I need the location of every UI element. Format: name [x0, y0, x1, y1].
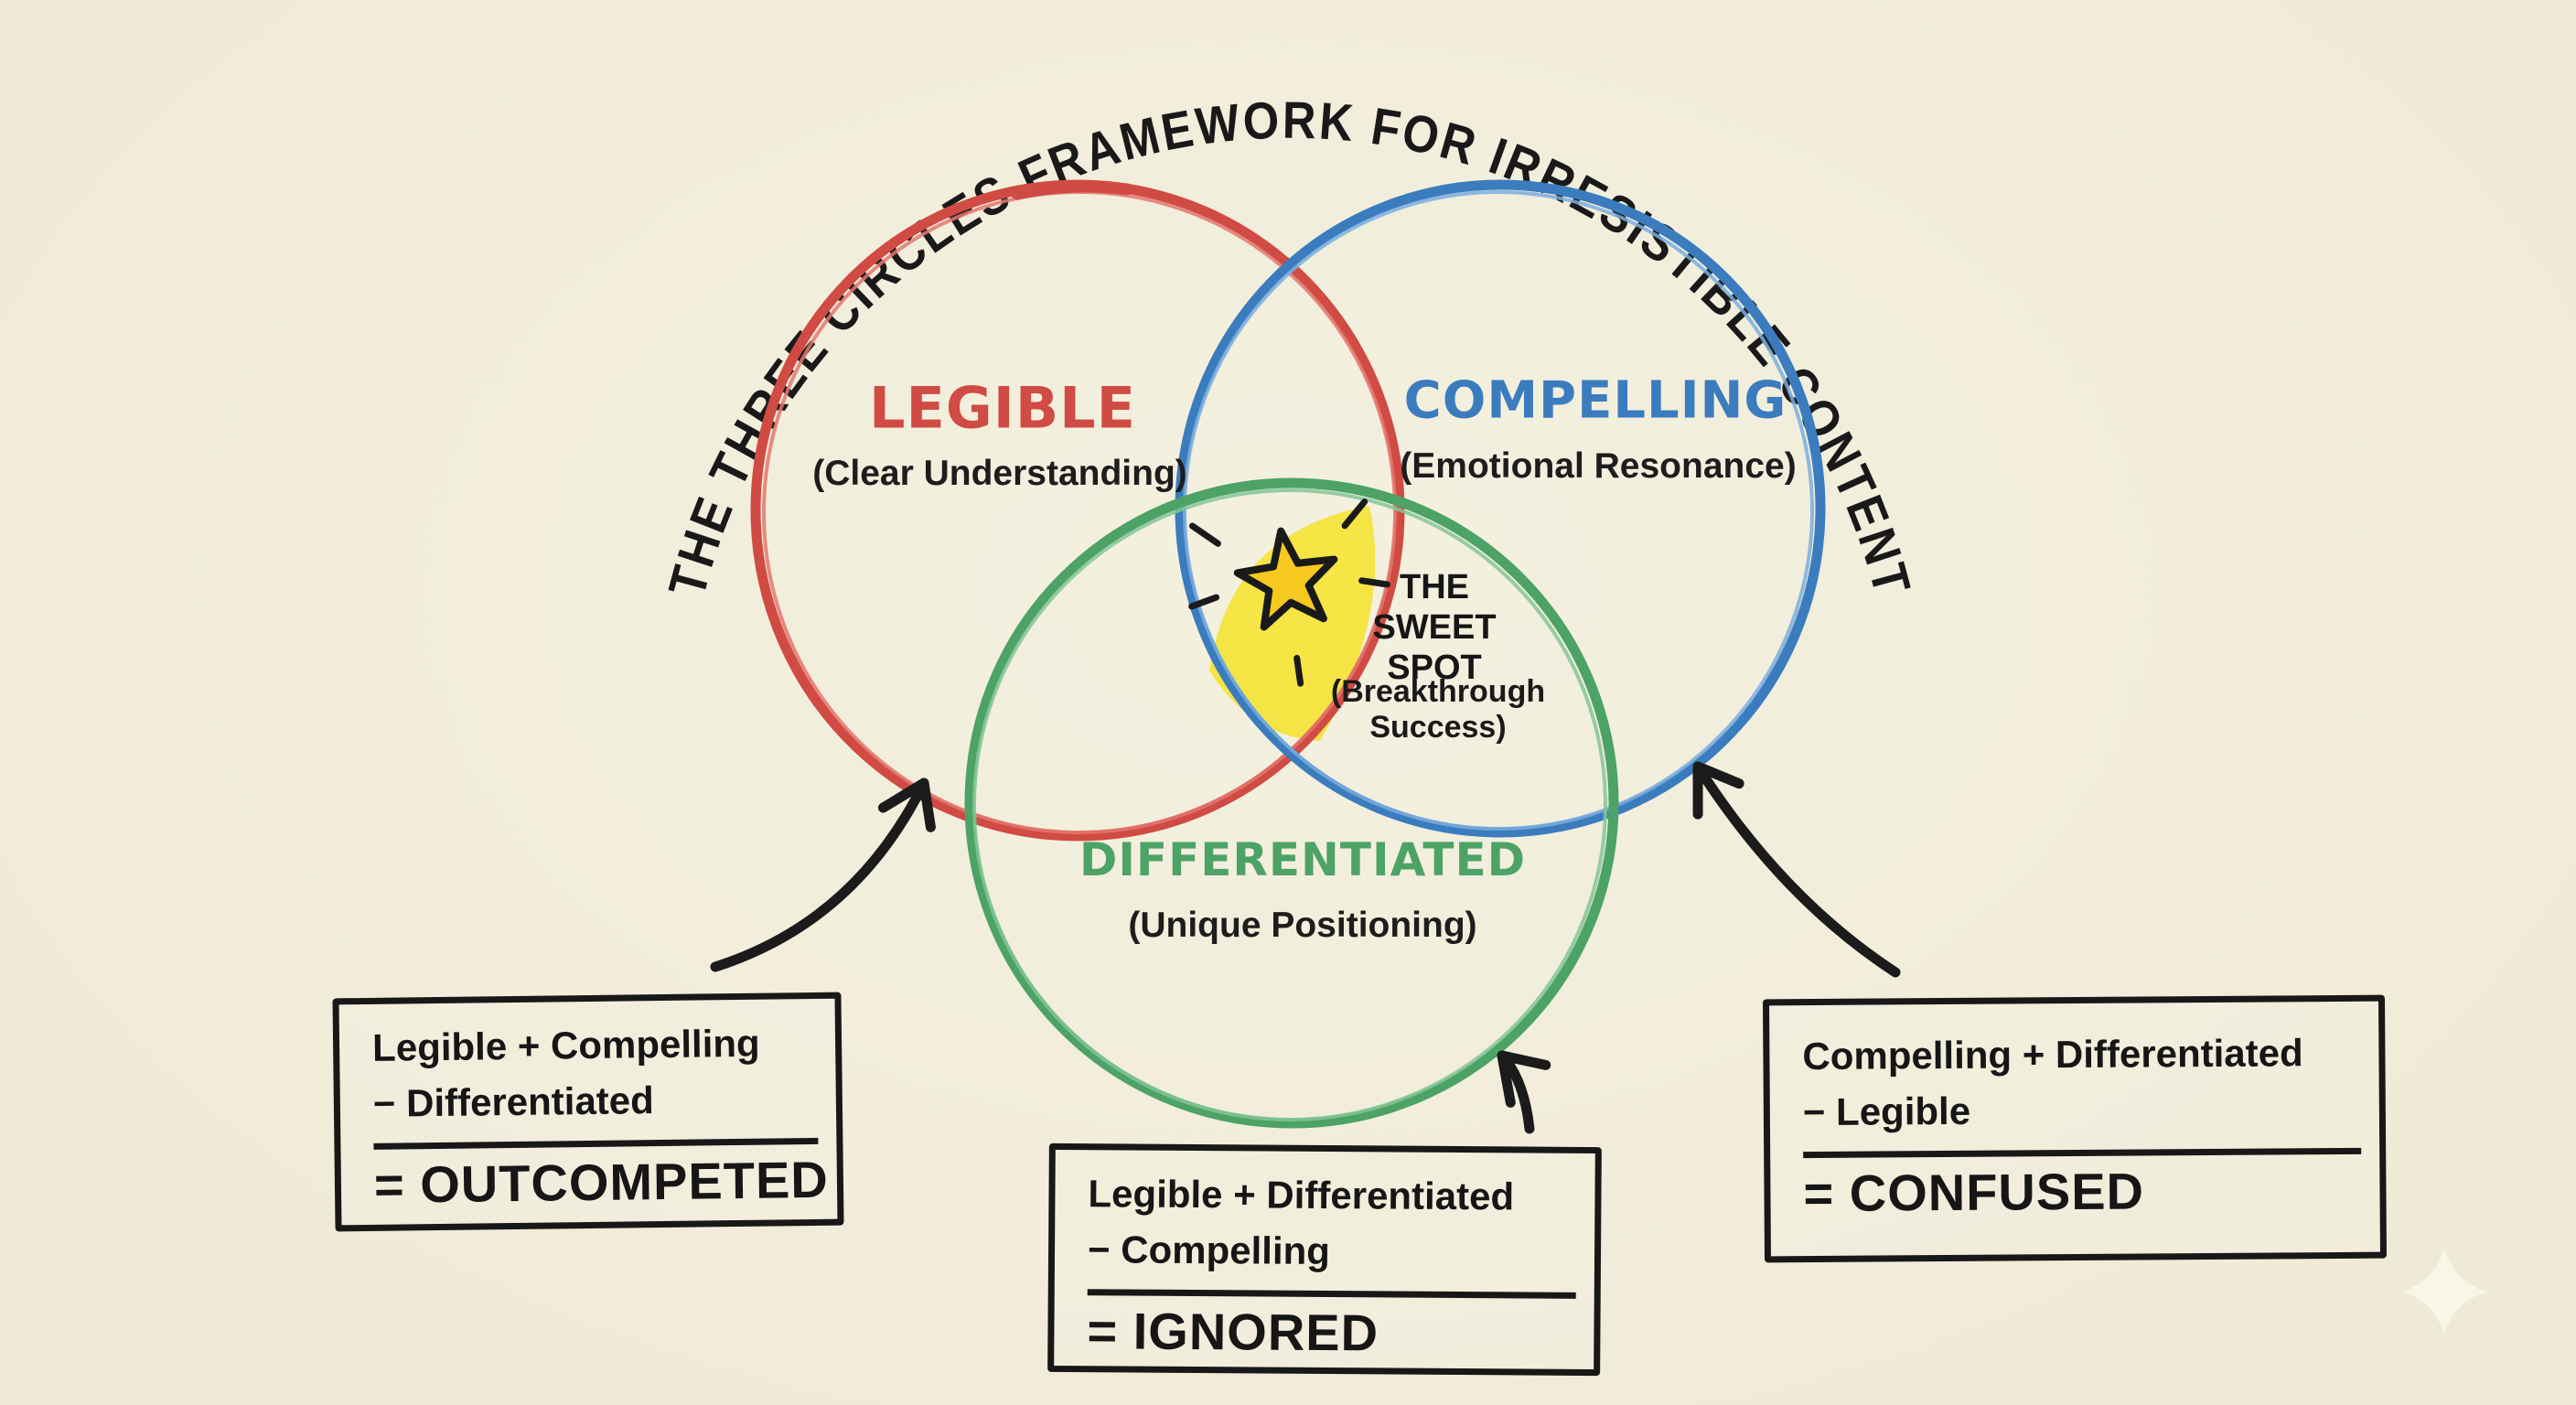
- sweet-spot-line: SWEET: [1372, 607, 1497, 647]
- sparkle-icon: [2400, 1248, 2488, 1335]
- formula-line: Legible + Compelling: [371, 1021, 760, 1069]
- differentiated-circle: [964, 477, 1619, 1129]
- sweet-spot-sublabel: (Breakthrough Success): [1331, 674, 1545, 745]
- sweet-spot-subline: Success): [1369, 710, 1507, 745]
- formula-line: − Differentiated: [372, 1078, 655, 1125]
- legible-label: LEGIBLE: [869, 374, 1136, 442]
- formula-divider: [373, 1137, 819, 1150]
- formula-line: − Legible: [1802, 1089, 1971, 1133]
- sweet-spot-label: THE SWEET SPOT: [1372, 567, 1496, 688]
- diagram-title-text: THE THREE CIRCLES FRAMEWORK FOR IRRESIST…: [658, 91, 1919, 603]
- formula-line: Compelling + Differentiated: [1802, 1031, 2303, 1078]
- result-box-confused: Compelling + Differentiated − Legible = …: [1763, 994, 2387, 1263]
- result-box-ignored: Legible + Differentiated − Compelling = …: [1047, 1142, 1602, 1377]
- arrow-to-differentiated-circle: [1497, 1050, 1551, 1134]
- star-icon: [1188, 499, 1390, 687]
- formula-result: = IGNORED: [1087, 1301, 1379, 1362]
- formula-result: = OUTCOMPETED: [373, 1150, 830, 1214]
- sweet-spot-line: SPOT: [1387, 649, 1482, 688]
- legible-sublabel: (Clear Understanding): [812, 454, 1187, 493]
- formula-line: − Compelling: [1087, 1228, 1331, 1272]
- formula-divider: [1087, 1288, 1576, 1299]
- arrow-to-legible-differentiated-overlap: [710, 778, 936, 972]
- compelling-label: COMPELLING: [1403, 370, 1787, 431]
- compelling-sublabel: (Emotional Resonance): [1400, 446, 1797, 486]
- pen-overlap-mark: [1011, 180, 1133, 200]
- sweet-spot-line: THE: [1400, 567, 1469, 606]
- differentiated-label: DIFFERENTIATED: [1079, 833, 1527, 886]
- star-rays: [1188, 499, 1390, 687]
- differentiated-sublabel: (Unique Positioning): [1128, 906, 1477, 945]
- sweet-spot-subline: (Breakthrough: [1330, 673, 1546, 709]
- formula-line: Legible + Differentiated: [1088, 1172, 1515, 1218]
- diagram-title: THE THREE CIRCLES FRAMEWORK FOR IRRESIST…: [658, 91, 1922, 603]
- formula-result: = CONFUSED: [1803, 1162, 2145, 1222]
- result-box-outcompeted: Legible + Compelling − Differentiated = …: [332, 992, 844, 1232]
- arrow-to-compelling-differentiated-overlap: [1692, 761, 1901, 978]
- formula-divider: [1803, 1147, 2362, 1158]
